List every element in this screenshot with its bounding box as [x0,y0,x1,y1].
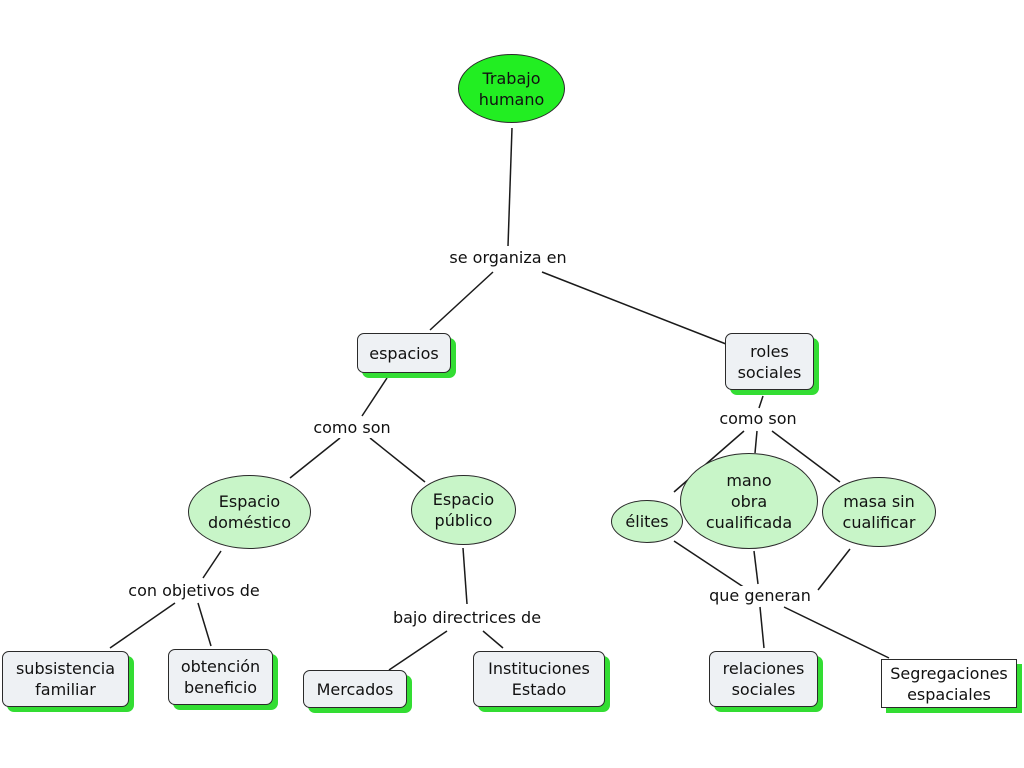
concept-label: Espacio público [432,490,495,530]
concept-trabajo-humano[interactable]: Trabajo humano [458,54,565,123]
link-label: se organiza en [449,248,567,267]
connector-line [462,547,468,605]
concept-label: Mercados [316,679,394,699]
connector-line [759,606,765,649]
connector-line [753,550,759,585]
concept-relaciones-sociales[interactable]: relaciones sociales [709,651,818,707]
concept-roles-sociales[interactable]: roles sociales [725,333,814,390]
connector-line [202,550,222,579]
concept-espacio-domestico[interactable]: Espacio doméstico [188,475,311,549]
link-label: que generan [709,586,811,605]
link-que-generan[interactable]: que generan [706,586,814,606]
connector-line [429,271,494,331]
concept-label: mano obra cualificada [705,470,793,532]
link-label: con objetivos de [128,581,260,600]
concept-espacios[interactable]: espacios [357,333,451,373]
concept-segregaciones-espaciales[interactable]: Segregaciones espaciales [881,659,1017,708]
concept-label: roles sociales [737,341,802,382]
link-con-objetivos-de[interactable]: con objetivos de [125,581,263,601]
concept-label: relaciones sociales [722,659,805,699]
connector-line [783,606,890,659]
concept-label: Segregaciones espaciales [890,663,1008,704]
concept-label: subsistencia familiar [15,659,116,699]
connector-line [754,430,758,454]
connector-line [817,548,851,591]
concept-label: Instituciones Estado [488,659,590,699]
connector-line [507,127,513,247]
connector-line [541,271,727,345]
link-se-organiza-en[interactable]: se organiza en [446,248,570,268]
link-label: como son [719,409,797,428]
concept-subsistencia-familiar[interactable]: subsistencia familiar [2,651,129,707]
link-label: como son [313,418,391,437]
concept-label: élites [625,512,669,531]
connector-line [369,437,426,483]
connector-line [771,430,841,483]
link-label: bajo directrices de [392,608,542,627]
concept-obtencion-beneficio[interactable]: obtención beneficio [168,649,273,705]
concept-label: Espacio doméstico [207,492,291,532]
concept-label: Trabajo humano [478,68,545,109]
concept-mano-obra-cualificada[interactable]: mano obra cualificada [680,453,818,549]
concept-label: obtención beneficio [180,657,261,697]
connector-line [197,602,212,647]
concept-mercados[interactable]: Mercados [303,670,407,708]
connector-line [289,437,341,479]
link-como-son-right[interactable]: como son [716,409,800,429]
link-como-son-left[interactable]: como son [310,418,394,438]
concept-label: masa sin cualificar [842,492,916,532]
concept-elites[interactable]: élites [611,500,683,543]
connector-line [758,395,764,409]
concept-espacio-publico[interactable]: Espacio público [411,475,516,545]
connector-line [361,377,388,417]
concept-masa-sin-cualificar[interactable]: masa sin cualificar [822,477,936,547]
concept-instituciones-estado[interactable]: Instituciones Estado [473,651,605,707]
connector-line [388,630,448,671]
connector-line [482,630,504,649]
concept-label: espacios [369,343,439,363]
connector-line [673,540,746,589]
connector-line [109,602,176,649]
link-bajo-directrices-de[interactable]: bajo directrices de [389,608,545,628]
